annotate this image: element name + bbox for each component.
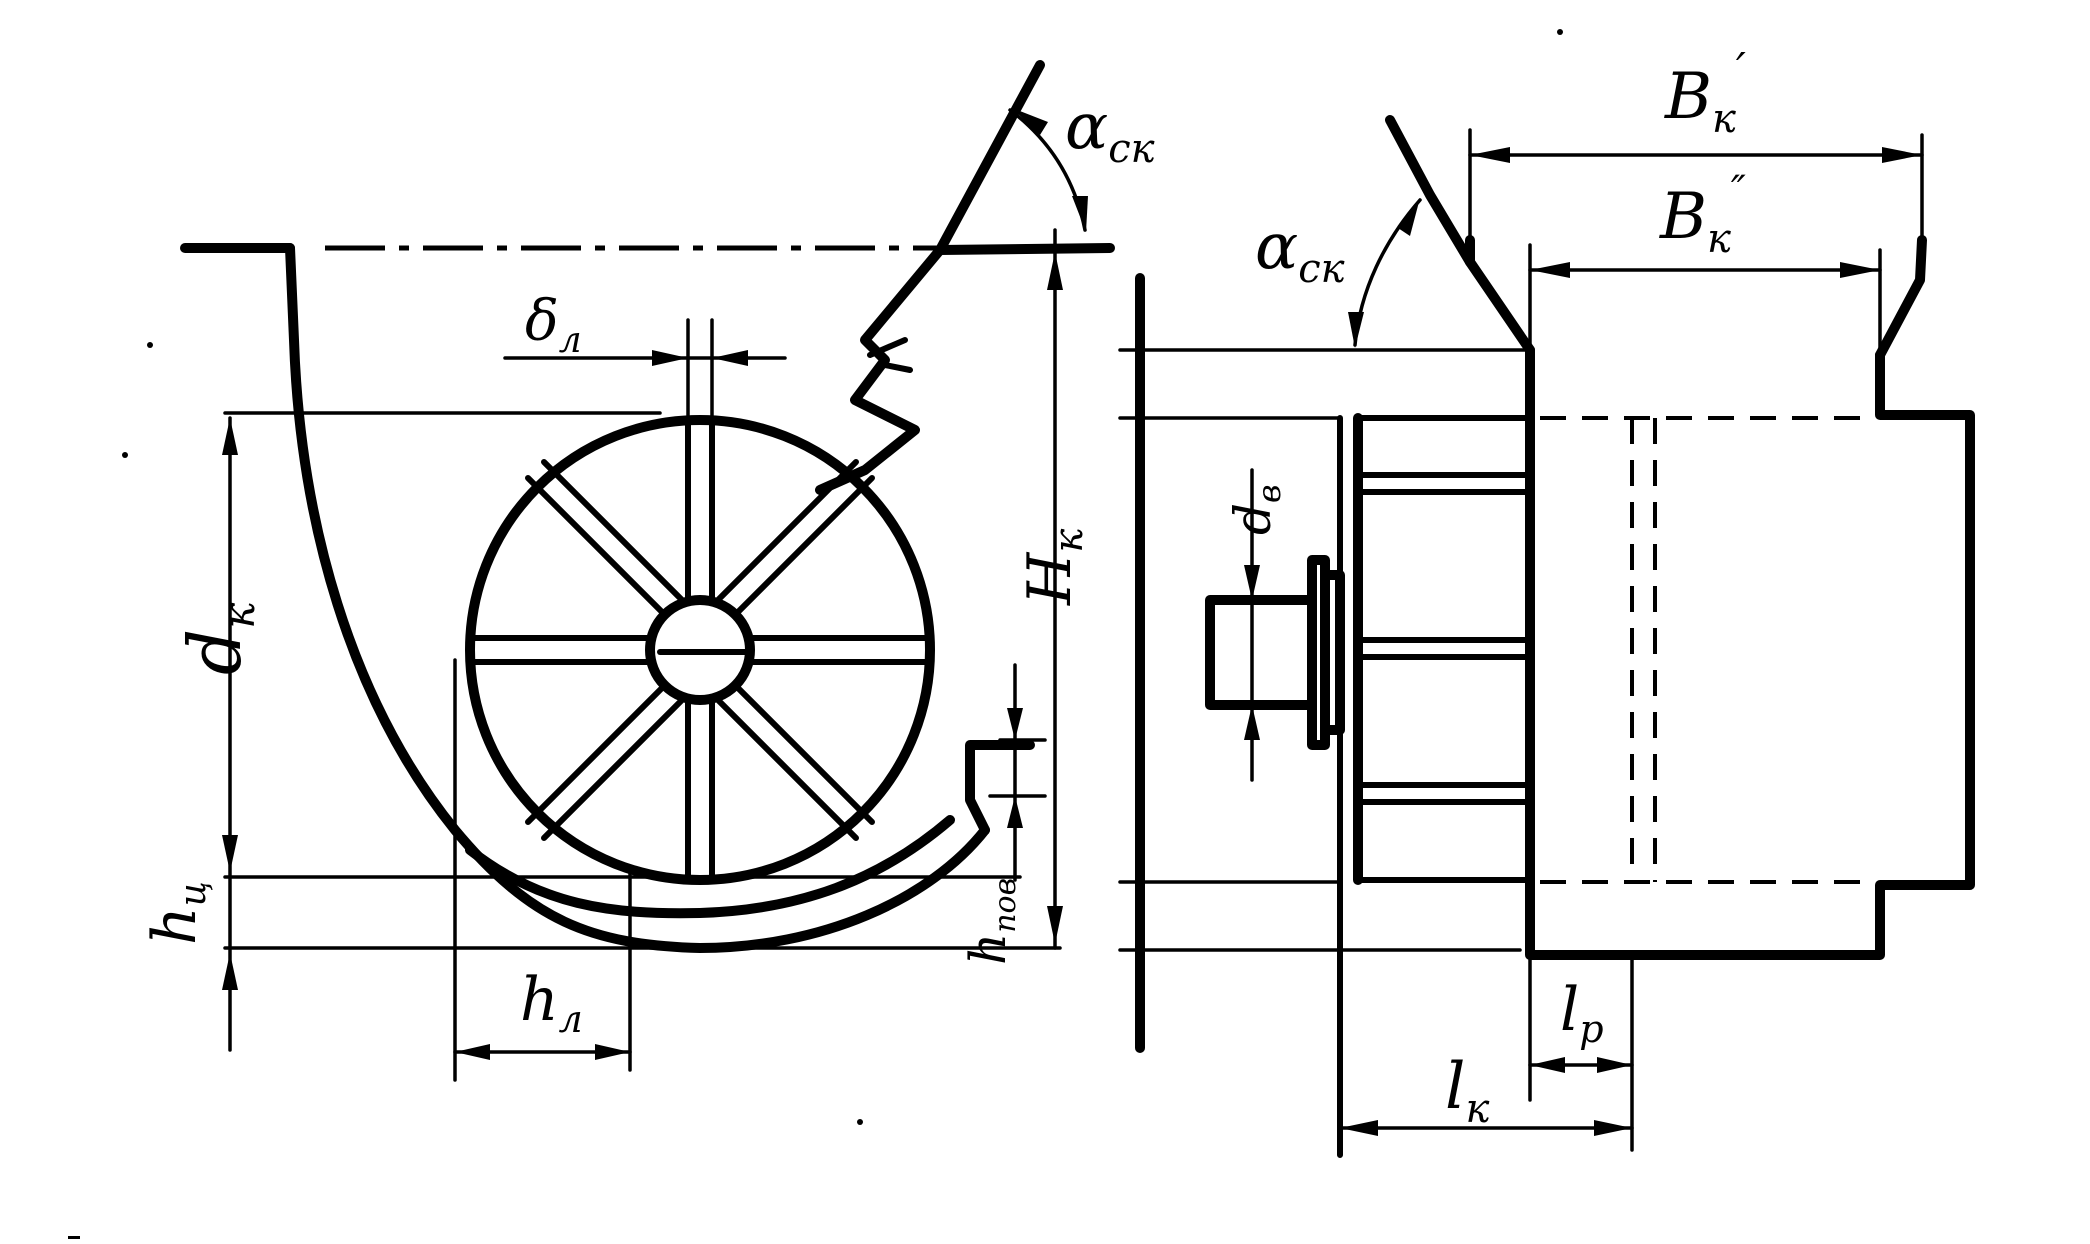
label-h-ts: hц	[140, 881, 214, 945]
label-H-k: Hк	[1015, 529, 1092, 606]
casing-side-left	[1525, 345, 1975, 960]
outlet-side-slope	[1385, 115, 1475, 267]
outlet-flange	[935, 243, 1115, 255]
dim-ext-Bk2	[1528, 243, 1882, 357]
dim-ext-lp	[1528, 953, 1634, 1152]
delta-ext-lines	[686, 318, 714, 422]
label-l-p: lр	[1560, 975, 1604, 1051]
dim-ext-Bk1	[1468, 128, 1924, 242]
spiral-casing-outer	[285, 243, 990, 953]
label-h-pov: hпов	[959, 878, 1023, 965]
impeller-side-frame	[1337, 415, 1533, 1158]
dim-line-hl-ext	[453, 658, 632, 1082]
impeller-side-blades	[1359, 472, 1533, 805]
front-view: αск δл dк Hк hц hл hпов	[140, 60, 1155, 1082]
scan-specks	[68, 29, 1563, 1239]
hub-flange	[1307, 555, 1330, 750]
outlet-diffuser-edge	[815, 60, 1045, 495]
label-delta-l: δл	[525, 289, 582, 361]
label-alpha-ck-left: αск	[1065, 90, 1155, 172]
outlet-side-left	[1465, 235, 1535, 355]
label-B-k-prime: Bк′	[1664, 44, 1746, 142]
shaft	[1205, 595, 1317, 710]
label-d-v: dв	[1224, 484, 1288, 535]
casing-tongue	[965, 740, 1035, 835]
label-alpha-ck-right: αск	[1255, 210, 1345, 292]
label-h-l: hл	[520, 965, 583, 1041]
label-B-k-dprime: Bк″	[1659, 168, 1746, 262]
impeller-hub	[645, 595, 755, 705]
spiral-casing-inner	[465, 815, 955, 919]
label-l-k: lк	[1445, 1050, 1489, 1132]
outlet-side-right	[1875, 235, 1927, 360]
hub-body	[1320, 570, 1345, 735]
label-d-k: dк	[173, 602, 265, 675]
side-view: αск Bк′ Bк″ dв lр lк	[1118, 44, 1975, 1158]
flange-bolt	[867, 337, 913, 373]
impeller-rim	[465, 415, 935, 885]
impeller-blades	[467, 417, 933, 883]
